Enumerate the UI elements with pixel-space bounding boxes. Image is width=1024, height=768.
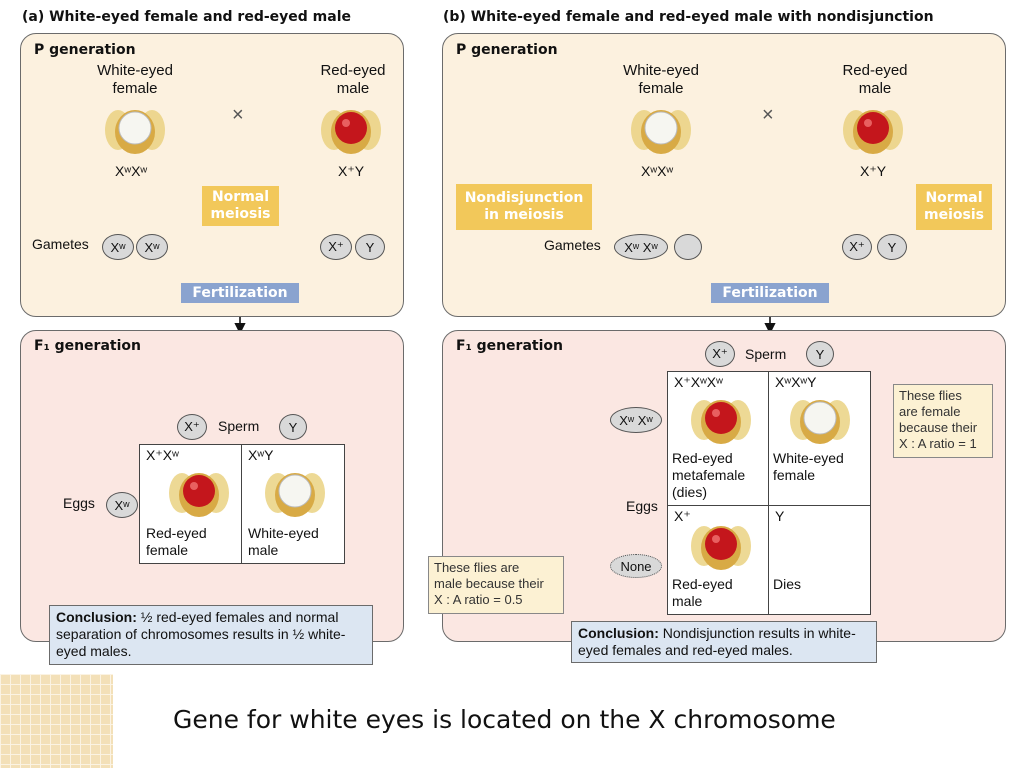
slide-caption: Gene for white eyes is located on the X …	[173, 705, 836, 734]
cell-phenotype: White-eyed male	[248, 525, 319, 558]
punnett-cell: X⁺ Red-eyed male	[667, 505, 770, 615]
cell-phenotype: Dies	[773, 576, 802, 592]
conclusion-text: ½ red-eyed females and normal separation…	[56, 609, 346, 659]
panel-a-sperm: Y	[279, 414, 307, 440]
red-eyed-fly-icon	[321, 110, 381, 154]
panel-b-eggs-label: Eggs	[626, 498, 658, 514]
punnett-cell: XʷY White-eyed male	[241, 444, 345, 564]
panel-a-heading: (a) White-eyed female and red-eyed male	[22, 9, 352, 25]
cell-genotype: Y	[775, 508, 785, 524]
note-male-flies: These flies are male because their X : A…	[428, 556, 564, 614]
panel-a-sperm: X⁺	[177, 414, 207, 440]
red-eyed-fly-icon	[691, 526, 751, 570]
panel-b-gametes-label: Gametes	[544, 237, 601, 253]
panel-b-male-meiosis-label: Normal meiosis	[916, 184, 992, 230]
panel-b-conclusion: Conclusion: Nondisjunction results in wh…	[571, 621, 877, 663]
conclusion-text: Nondisjunction results in white-eyed fem…	[578, 625, 856, 658]
white-eyed-fly-icon	[631, 110, 691, 154]
red-eyed-fly-icon	[843, 110, 903, 154]
panel-b-heading: (b) White-eyed female and red-eyed male …	[443, 9, 934, 25]
panel-a-male-label: Red-eyed male	[320, 62, 386, 97]
panel-a-male-meiosis-label: Normal meiosis	[202, 186, 279, 226]
panel-a-gametes-label: Gametes	[32, 236, 89, 252]
panel-a-p-generation-box	[20, 33, 404, 317]
punnett-cell: XʷXʷY White-eyed female	[768, 371, 871, 507]
panel-b-egg: Xʷ Xʷ	[610, 407, 662, 433]
panel-a-male-genotype: X⁺Y	[338, 163, 365, 179]
conclusion-label: Conclusion:	[578, 625, 659, 641]
panel-a-sperm-label: Sperm	[218, 418, 260, 434]
cell-genotype: X⁺	[674, 508, 691, 524]
panel-b-f1-generation-title: F₁ generation	[456, 338, 563, 354]
panel-b-male-gamete: Y	[877, 234, 907, 260]
panel-b-fertilization-label: Fertilization	[711, 283, 829, 303]
cell-phenotype: White-eyed female	[773, 450, 844, 483]
white-eyed-fly-icon	[790, 400, 850, 444]
cell-genotype: XʷXʷY	[775, 374, 817, 390]
panel-a-eggs-label: Eggs	[63, 495, 95, 511]
panel-a-male-gamete: X⁺	[320, 234, 352, 260]
red-eyed-fly-icon	[691, 400, 751, 444]
panel-b-p-generation-title: P generation	[456, 42, 558, 58]
panel-b-p-generation-box	[442, 33, 1006, 317]
panel-b-sperm-label: Sperm	[745, 346, 787, 362]
cell-genotype: X⁺XʷXʷ	[674, 374, 723, 390]
panel-b-female-genotype: XʷXʷ	[641, 163, 674, 179]
panel-b-sperm: Y	[806, 341, 834, 367]
panel-a-fertilization-label: Fertilization	[181, 283, 299, 303]
cell-phenotype: Red-eyed male	[672, 576, 733, 609]
panel-b-female-label: White-eyed female	[623, 62, 699, 97]
decorative-grid	[0, 674, 113, 768]
panel-b-male-label: Red-eyed male	[842, 62, 908, 97]
cell-phenotype: Red-eyed metafemale (dies)	[672, 450, 746, 500]
panel-a-female-gamete: Xʷ	[136, 234, 168, 260]
panel-a-male-gamete: Y	[355, 234, 385, 260]
panel-b-egg-none: None	[610, 554, 662, 578]
panel-a-female-genotype: XʷXʷ	[115, 163, 148, 179]
panel-b-male-genotype: X⁺Y	[860, 163, 887, 179]
panel-a-p-generation-title: P generation	[34, 42, 136, 58]
note-female-flies: These flies are female because their X :…	[893, 384, 993, 458]
panel-a-female-label: White-eyed female	[97, 62, 173, 97]
panel-b-male-gamete: X⁺	[842, 234, 872, 260]
panel-a-female-gamete: Xʷ	[102, 234, 134, 260]
panel-a-egg: Xʷ	[106, 492, 138, 518]
panel-a-cross-symbol: ×	[232, 104, 244, 126]
panel-b-female-meiosis-label: Nondisjunction in meiosis	[456, 184, 592, 230]
panel-a-conclusion: Conclusion: ½ red-eyed females and norma…	[49, 605, 373, 665]
panel-b-female-gamete-empty	[674, 234, 702, 260]
white-eyed-fly-icon	[105, 110, 165, 154]
panel-a-f1-generation-title: F₁ generation	[34, 338, 141, 354]
white-eyed-fly-icon	[265, 473, 325, 517]
cell-phenotype: Red-eyed female	[146, 525, 207, 558]
punnett-cell: X⁺XʷXʷ Red-eyed metafemale (dies)	[667, 371, 770, 507]
cell-genotype: XʷY	[248, 447, 274, 463]
conclusion-label: Conclusion:	[56, 609, 137, 625]
punnett-cell: X⁺Xʷ Red-eyed female	[139, 444, 243, 564]
cell-genotype: X⁺Xʷ	[146, 447, 179, 463]
panel-b-cross-symbol: ×	[762, 104, 774, 126]
panel-b-sperm: X⁺	[705, 341, 735, 367]
punnett-cell: Y Dies	[768, 505, 871, 615]
red-eyed-fly-icon	[169, 473, 229, 517]
panel-b-female-gamete: Xʷ Xʷ	[614, 234, 668, 260]
